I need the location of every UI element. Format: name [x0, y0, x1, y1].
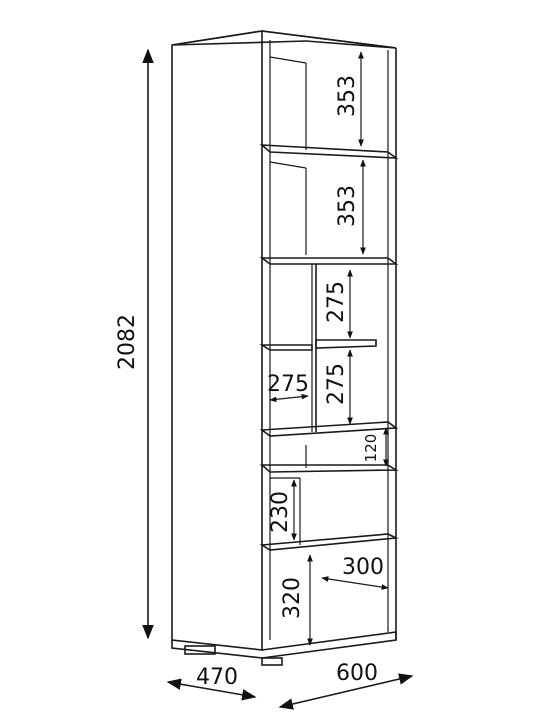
dim-bottom-shelf-depth: 300 [321, 555, 389, 590]
shelf-1 [259, 144, 399, 159]
dim-bottom-compartment: 320 [280, 554, 313, 646]
svg-text:353: 353 [335, 185, 360, 227]
dim-total-height: 2082 [115, 48, 154, 640]
foot-front [261, 657, 283, 666]
svg-text:275: 275 [267, 372, 309, 397]
dim-upper-right: 275 [324, 269, 353, 339]
svg-text:275: 275 [324, 281, 349, 323]
dim-shelf-second: 353 [335, 159, 366, 255]
svg-text:120: 120 [362, 434, 380, 463]
shelf-2 [259, 257, 399, 265]
shelf-left-mid [259, 344, 313, 351]
shelves [259, 56, 399, 551]
dim-lower-right: 275 [324, 349, 353, 425]
svg-text:600: 600 [336, 661, 378, 686]
svg-text:300: 300 [342, 555, 384, 580]
svg-text:353: 353 [335, 75, 360, 117]
svg-text:470: 470 [196, 665, 238, 690]
foot-left [184, 645, 216, 655]
svg-text:275: 275 [324, 363, 349, 405]
shelf-4 [259, 464, 399, 473]
shelf-5 [259, 533, 399, 551]
dim-width: 600 [278, 661, 414, 710]
dim-shelf-top: 353 [335, 51, 364, 147]
dim-left-width: 275 [267, 372, 309, 403]
shelf-right-mid [315, 339, 377, 349]
svg-text:2082: 2082 [115, 314, 140, 370]
svg-text:230: 230 [268, 491, 293, 533]
dim-depth: 470 [166, 665, 257, 701]
dim-drawer-gap: 120 [362, 427, 389, 467]
shelf-3 [259, 421, 399, 437]
svg-text:320: 320 [280, 577, 305, 619]
side-panel [171, 30, 263, 651]
dim-lower-compartment: 230 [268, 479, 297, 541]
cabinet-body [171, 30, 397, 666]
